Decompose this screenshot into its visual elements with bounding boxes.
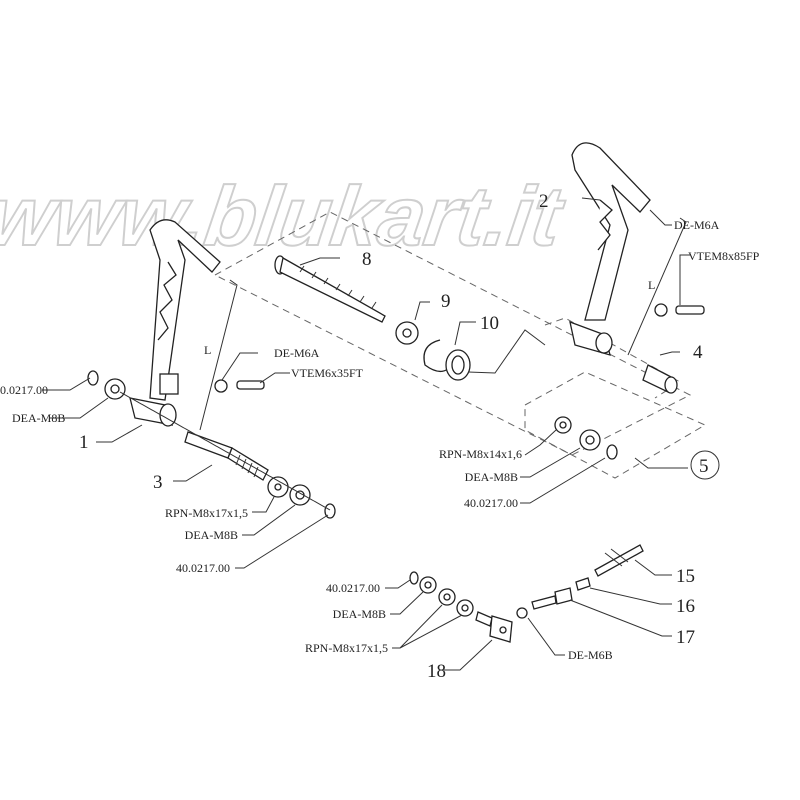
nut-icon bbox=[654, 303, 668, 317]
callout-de-m6b: DE-M6B bbox=[568, 648, 613, 662]
part-label-17: 17 bbox=[676, 627, 695, 648]
part-label-4: 4 bbox=[693, 342, 703, 363]
rod-end-17 bbox=[531, 587, 573, 610]
callout-rpn-m8x14x1-6: RPN-M8x14x1,6 bbox=[439, 447, 522, 461]
callout-dea-m8b-mid: DEA-M8B bbox=[465, 470, 518, 484]
callout-vtem6x35ft: VTEM6x35FT bbox=[291, 366, 364, 380]
callout-clip-bottom: 40.0217.00 bbox=[326, 581, 380, 595]
callout-clip-left-top: 40.0217.00 bbox=[0, 383, 48, 397]
callout-dea-m8b-left-top: DEA-M8B bbox=[12, 411, 65, 425]
callout-rpn-m8x17x1-5-bottom: RPN-M8x17x1,5 bbox=[305, 641, 388, 655]
assembly-outline-upper bbox=[213, 211, 692, 456]
axle-3 bbox=[184, 431, 269, 481]
rod-15 bbox=[594, 544, 644, 577]
pedal-1 bbox=[129, 219, 221, 427]
part-label-15: 15 bbox=[676, 566, 695, 587]
part-label-2: 2 bbox=[539, 191, 549, 212]
nut-icon bbox=[214, 379, 228, 393]
callout-clip-left-bottom: 40.0217.00 bbox=[176, 561, 230, 575]
part-label-16: 16 bbox=[676, 596, 695, 617]
callout-de-m6a-left: DE-M6A bbox=[274, 346, 320, 360]
callout-rpn-m8x17x1-5-left: RPN-M8x17x1,5 bbox=[165, 506, 248, 520]
pedal-2 bbox=[569, 142, 651, 356]
watermark: www.blukart.it bbox=[0, 169, 570, 263]
spring-10 bbox=[423, 329, 546, 381]
callout-dea-m8b-bottom: DEA-M8B bbox=[333, 607, 386, 621]
part-circle-5 bbox=[690, 450, 720, 480]
clip-icon bbox=[409, 571, 419, 585]
dimension-label-l-right: L bbox=[648, 278, 655, 292]
assembly-outline-pedal2 bbox=[544, 317, 681, 399]
dimension-line-left bbox=[199, 279, 238, 431]
sleeve-16 bbox=[575, 577, 591, 591]
nut-icon bbox=[516, 607, 528, 619]
bolt-icon bbox=[675, 305, 705, 315]
clip-icon bbox=[87, 370, 99, 386]
dimension-line-right bbox=[627, 217, 687, 356]
bolt-icon bbox=[236, 380, 265, 390]
clip-icon bbox=[606, 444, 618, 460]
fork-18 bbox=[475, 611, 513, 643]
part-label-5: 5 bbox=[699, 456, 709, 477]
bolt-8 bbox=[274, 255, 386, 323]
part-label-10: 10 bbox=[480, 313, 499, 334]
callout-clip-mid: 40.0217.00 bbox=[464, 496, 518, 510]
callout-vtem8x85fp: VTEM8x85FP bbox=[688, 249, 760, 263]
clip-icon bbox=[324, 503, 336, 519]
part-label-1: 1 bbox=[79, 432, 89, 453]
part-label-9: 9 bbox=[441, 291, 451, 312]
assembly-outline-5 bbox=[524, 371, 707, 479]
dimension-label-l-left: L bbox=[204, 343, 211, 357]
callout-de-m6a-right: DE-M6A bbox=[674, 218, 720, 232]
part-label-8: 8 bbox=[362, 249, 372, 270]
callout-dea-m8b-left-bottom: DEA-M8B bbox=[185, 528, 238, 542]
part-label-18: 18 bbox=[427, 661, 446, 682]
part-label-3: 3 bbox=[153, 472, 163, 493]
